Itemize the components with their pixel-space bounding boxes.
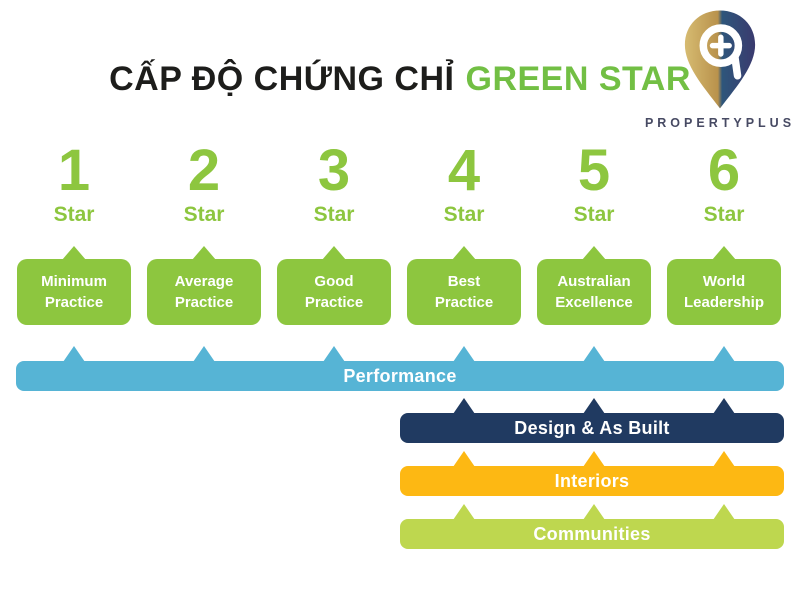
star-column-3: 3 Star bbox=[264, 138, 404, 227]
bar-interiors: Interiors bbox=[400, 466, 784, 496]
star-number: 3 bbox=[317, 138, 351, 203]
practice-line2: Excellence bbox=[555, 294, 633, 311]
star-label: Star bbox=[703, 202, 745, 226]
practice-line2: Practice bbox=[304, 294, 364, 311]
star-number: 1 bbox=[57, 138, 91, 203]
practice-line1: Best bbox=[447, 273, 481, 290]
practice-box-best: Best Practice bbox=[407, 259, 521, 325]
bar-performance: Performance bbox=[16, 361, 784, 391]
star-label: Star bbox=[573, 202, 615, 226]
bar-pointer-icon bbox=[583, 346, 605, 362]
star-column-2: 2 Star bbox=[134, 138, 274, 227]
bar-pointer-icon bbox=[193, 346, 215, 362]
practice-line1: Good bbox=[314, 273, 354, 290]
bar-pointer-icon bbox=[583, 398, 605, 414]
bar-pointer-icon bbox=[453, 398, 475, 414]
bar-pointer-icon bbox=[583, 451, 605, 467]
bar-label: Design & As Built bbox=[514, 417, 670, 438]
box-pointer-icon bbox=[322, 246, 346, 260]
star-column-1: 1 Star bbox=[4, 138, 144, 227]
bar-pointer-icon bbox=[453, 451, 475, 467]
star-number: 4 bbox=[447, 138, 481, 203]
practice-line2: Practice bbox=[174, 294, 234, 311]
star-column-4: 4 Star bbox=[394, 138, 534, 227]
practice-line1: Australian bbox=[557, 273, 631, 290]
bar-label: Performance bbox=[343, 365, 457, 386]
map-pin-plus-icon bbox=[684, 10, 756, 109]
star-label: Star bbox=[313, 202, 355, 226]
star-label: Star bbox=[183, 202, 225, 226]
practice-box-average: Average Practice bbox=[147, 259, 261, 325]
bar-pointer-icon bbox=[713, 398, 735, 414]
practice-line1: Minimum bbox=[41, 273, 107, 290]
bar-communities: Communities bbox=[400, 519, 784, 549]
practice-line1: World bbox=[702, 273, 746, 290]
title-highlight: GREEN STAR bbox=[465, 60, 691, 98]
practice-box-world: World Leadership bbox=[667, 259, 781, 325]
bar-label: Communities bbox=[533, 523, 651, 544]
logo-wordmark: PROPERTYPLUS bbox=[644, 116, 796, 130]
title-text: CẤP ĐỘ CHỨNG CHỈ bbox=[109, 60, 455, 98]
practice-box-australian: Australian Excellence bbox=[537, 259, 651, 325]
bar-pointer-icon bbox=[453, 346, 475, 362]
practice-line2: Leadership bbox=[683, 294, 765, 311]
bar-pointer-icon bbox=[323, 346, 345, 362]
star-column-5: 5 Star bbox=[524, 138, 664, 227]
star-number: 5 bbox=[577, 138, 611, 203]
box-pointer-icon bbox=[712, 246, 736, 260]
box-pointer-icon bbox=[452, 246, 476, 260]
bar-label: Interiors bbox=[554, 470, 630, 491]
practice-line2: Practice bbox=[44, 294, 104, 311]
box-pointer-icon bbox=[192, 246, 216, 260]
practice-box-good: Good Practice bbox=[277, 259, 391, 325]
bar-pointer-icon bbox=[583, 504, 605, 520]
practice-line1: Average bbox=[174, 273, 234, 290]
bar-pointer-icon bbox=[63, 346, 85, 362]
box-pointer-icon bbox=[582, 246, 606, 260]
bar-pointer-icon bbox=[713, 346, 735, 362]
page-title: CẤP ĐỘ CHỨNG CHỈ GREEN STAR bbox=[0, 60, 800, 99]
star-number: 2 bbox=[187, 138, 221, 203]
star-label: Star bbox=[53, 202, 95, 226]
practice-box-minimum: Minimum Practice bbox=[17, 259, 131, 325]
practice-line2: Practice bbox=[434, 294, 494, 311]
box-pointer-icon bbox=[62, 246, 86, 260]
star-label: Star bbox=[443, 202, 485, 226]
star-column-6: 6 Star bbox=[654, 138, 794, 227]
star-number: 6 bbox=[707, 138, 741, 203]
bar-pointer-icon bbox=[453, 504, 475, 520]
bar-design-as-built: Design & As Built bbox=[400, 413, 784, 443]
bar-pointer-icon bbox=[713, 451, 735, 467]
propertyplus-logo: PROPERTYPLUS bbox=[642, 8, 798, 130]
bar-pointer-icon bbox=[713, 504, 735, 520]
